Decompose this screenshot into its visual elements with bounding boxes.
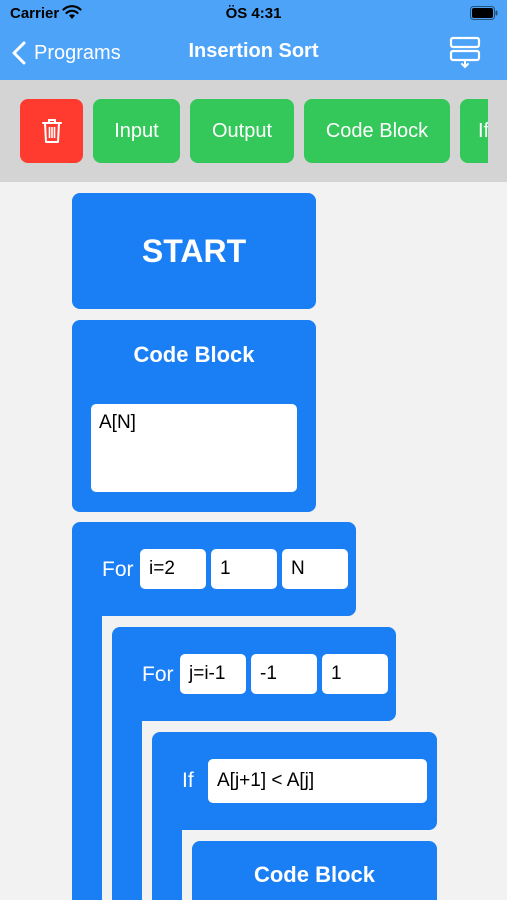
block-toolbar: Input Output Code Block If (0, 80, 507, 182)
status-bar: Carrier ÖS 4:31 (0, 0, 507, 28)
add-input-button[interactable]: Input (93, 99, 180, 163)
toolbar-edge (488, 80, 507, 182)
inner-for-loop-body-bar (112, 721, 142, 900)
for-keyword: For (102, 558, 134, 581)
start-block[interactable]: START (72, 193, 316, 309)
stack-layout-icon (449, 36, 481, 69)
inner-for-keyword: For (142, 663, 174, 686)
program-canvas: START Code Block A[N] For i=2 1 N For j=… (0, 182, 507, 900)
add-output-button[interactable]: Output (190, 99, 294, 163)
if-keyword: If (182, 769, 194, 792)
battery-icon (470, 6, 498, 20)
if-block[interactable]: If A[j+1] < A[j] (152, 732, 437, 830)
nested-code-block[interactable]: Code Block (192, 841, 437, 900)
chevron-left-icon (12, 41, 26, 65)
code-block-text[interactable]: A[N] (91, 404, 297, 492)
inner-for-loop-block[interactable]: For j=i-1 -1 1 (112, 627, 396, 721)
if-condition-field[interactable]: A[j+1] < A[j] (208, 759, 427, 803)
code-block[interactable]: Code Block A[N] (72, 320, 316, 512)
nested-code-block-title: Code Block (253, 862, 376, 887)
layout-button[interactable] (448, 36, 482, 70)
back-label: Programs (34, 41, 121, 64)
inner-for-end-field[interactable]: 1 (322, 654, 388, 694)
for-end-field[interactable]: N (282, 549, 348, 589)
navigation-header: Carrier ÖS 4:31 Programs Insertion Sort (0, 0, 507, 80)
for-step-field[interactable]: 1 (211, 549, 277, 589)
delete-button[interactable] (20, 99, 83, 163)
page-title: Insertion Sort (188, 40, 319, 62)
carrier-label: Carrier (10, 5, 60, 22)
clock: ÖS 4:31 (225, 5, 282, 22)
for-init-field[interactable]: i=2 (140, 549, 206, 589)
inner-for-step-field[interactable]: -1 (251, 654, 317, 694)
trash-icon (41, 119, 62, 143)
if-body-bar (152, 830, 182, 900)
add-code-block-button[interactable]: Code Block (304, 99, 450, 163)
code-block-title: Code Block (133, 342, 255, 367)
for-loop-body-bar (72, 616, 102, 900)
back-button[interactable]: Programs (12, 38, 121, 68)
wifi-icon (62, 5, 82, 19)
inner-for-init-field[interactable]: j=i-1 (180, 654, 246, 694)
for-loop-block[interactable]: For i=2 1 N (72, 522, 356, 616)
